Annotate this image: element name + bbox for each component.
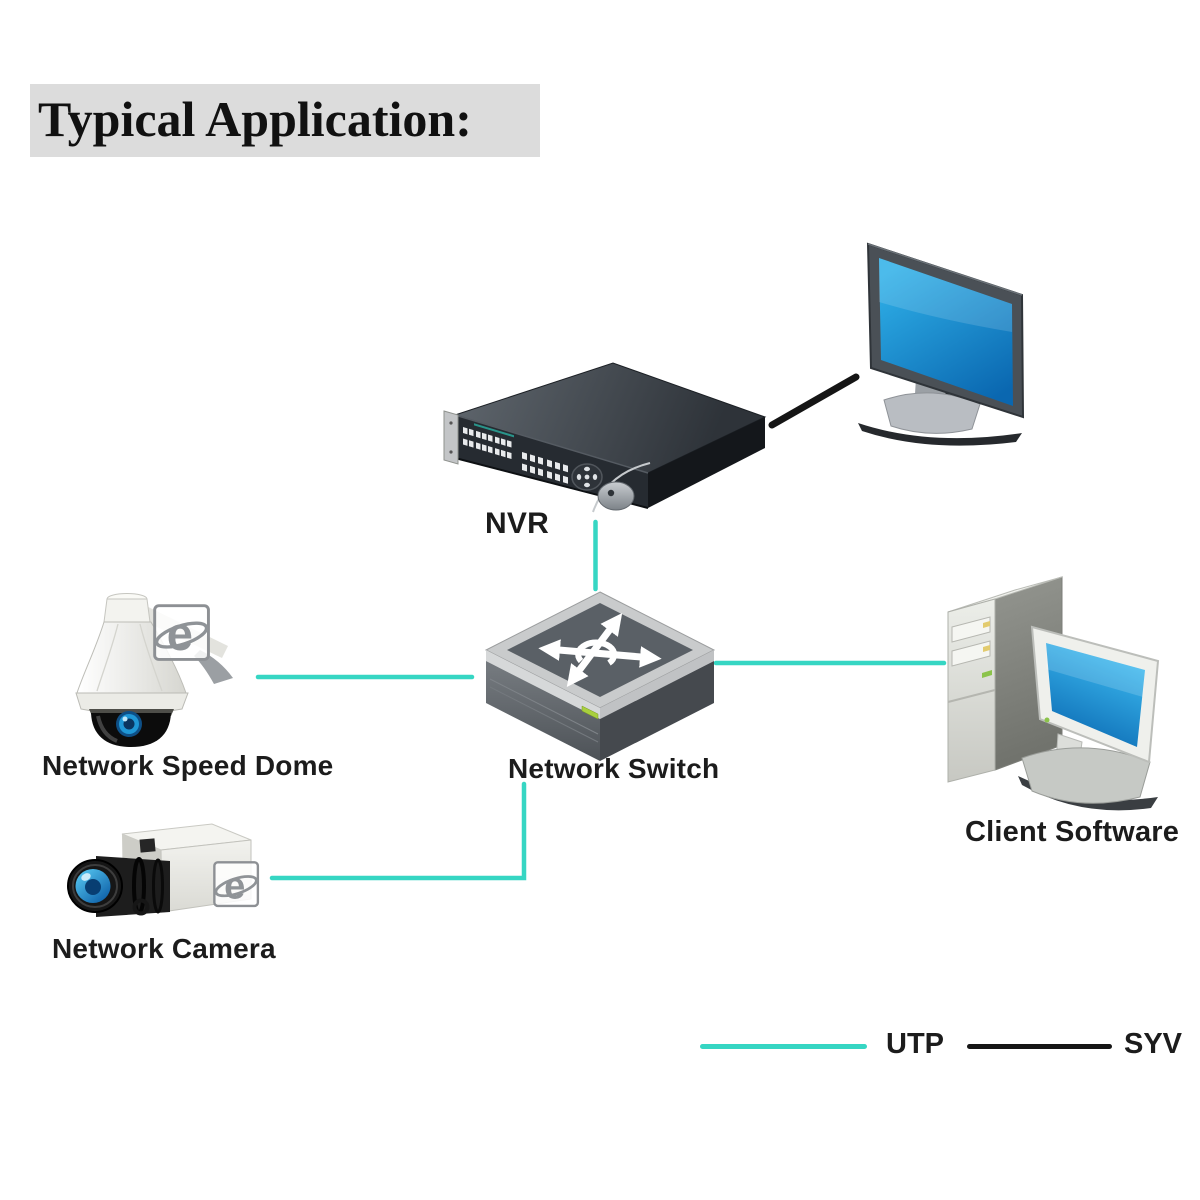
page-title: Typical Application: (30, 84, 540, 157)
tower-drive-bay (951, 616, 991, 643)
tower-drive-bay (951, 640, 991, 667)
ie-browser-icon: e (153, 604, 210, 661)
legend-utp-line (700, 1044, 867, 1049)
monitor-base (883, 392, 981, 434)
label-network-camera: Network Camera (52, 933, 276, 964)
label-client-software: Client Software (965, 816, 1180, 848)
speed-dome-camera: e (75, 593, 233, 747)
switch-led (581, 705, 599, 720)
nvr-jog-dial (597, 481, 635, 511)
switch-front-left (486, 661, 600, 761)
monitor-shadow (858, 423, 1022, 446)
ie-browser-icon: e (213, 861, 260, 907)
network-box-camera: e (67, 823, 260, 917)
nvr-right-side (648, 417, 765, 508)
label-nvr: NVR (485, 507, 549, 540)
client-monitor-screen (1046, 643, 1145, 747)
client-computer (947, 576, 1160, 811)
legend-syv-line (967, 1044, 1112, 1049)
camera-mount-ring (132, 898, 150, 916)
connection-lines (255, 373, 947, 881)
ie-letter: e (167, 607, 193, 660)
display-monitor (858, 242, 1025, 446)
syv-line-nvr-monitor (768, 373, 860, 429)
monitor-screen (879, 258, 1013, 406)
utp-line-camera-switch (269, 781, 527, 881)
switch-arrows-icon (538, 613, 662, 687)
tower-led (982, 670, 992, 678)
ie-letter: e (224, 865, 245, 907)
label-network-speed-dome: Network Speed Dome (42, 750, 334, 781)
legend-syv-label: SYV (1124, 1028, 1183, 1060)
switch-front-right (600, 661, 714, 761)
client-monitor-base (1021, 747, 1151, 804)
nvr-front-buttons (463, 423, 568, 484)
dome-mount (103, 598, 151, 623)
legend-utp-label: UTP (886, 1028, 944, 1060)
network-switch-device (484, 591, 716, 761)
nvr-device (443, 362, 767, 513)
label-network-switch: Network Switch (508, 753, 720, 784)
nvr-left-bracket (443, 410, 459, 465)
